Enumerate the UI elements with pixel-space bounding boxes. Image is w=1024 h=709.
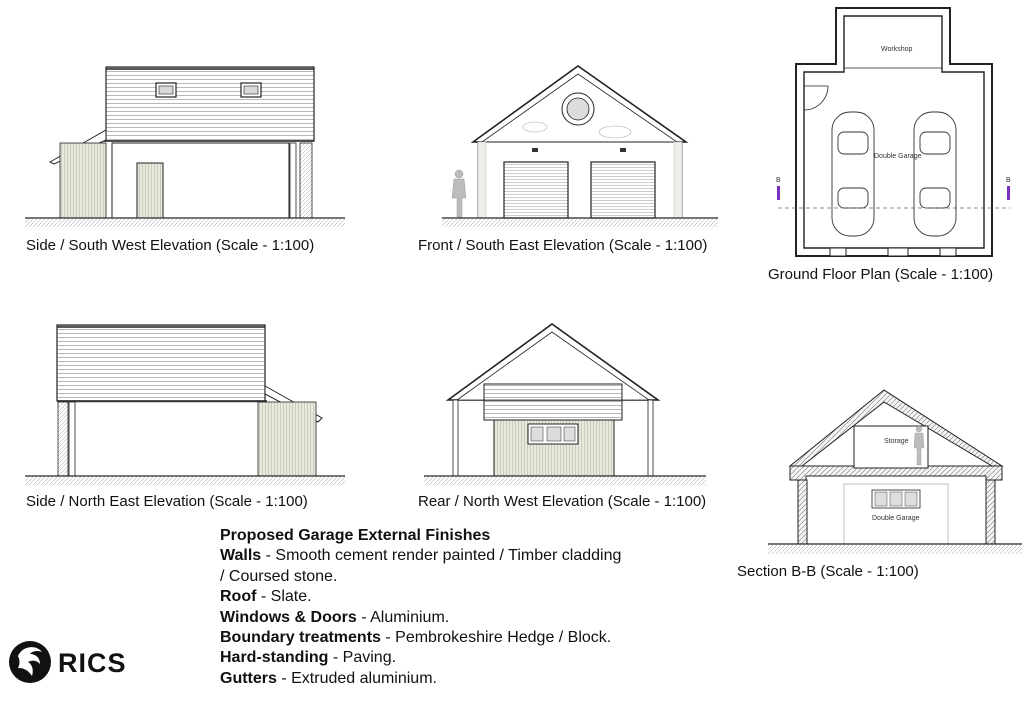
finish-item-gutters: Gutters - Extruded aluminium.: [220, 669, 437, 687]
rics-logo-text: RICS: [58, 648, 127, 678]
section-bb-caption: Section B-B (Scale - 1:100): [737, 563, 919, 580]
ground-floor-plan-caption: Ground Floor Plan (Scale - 1:100): [768, 266, 994, 283]
ground-floor-plan-drawing: Workshop Double Garage B B: [776, 7, 1011, 257]
car-left-icon: [831, 111, 875, 237]
finish-item-roof: Roof - Slate.: [220, 588, 312, 606]
front-se-elevation-drawing: [442, 65, 718, 227]
rear-nw-elevation-drawing: [424, 323, 706, 485]
double-garage-plan-label: Double Garage: [874, 153, 922, 160]
section-marker-right: B: [1006, 177, 1011, 184]
side-sw-elevation-caption: Side / South West Elevation (Scale - 1:1…: [26, 237, 315, 254]
side-ne-elevation-caption: Side / North East Elevation (Scale - 1:1…: [26, 493, 308, 510]
external-finishes-notes: Proposed Garage External Finishes Walls …: [220, 526, 621, 689]
scale-person: [451, 169, 467, 218]
rear-nw-elevation-caption: Rear / North West Elevation (Scale - 1:1…: [418, 493, 707, 510]
side-ne-elevation-drawing: [25, 324, 345, 485]
side-sw-elevation-drawing: [25, 66, 345, 227]
front-se-elevation-caption: Front / South East Elevation (Scale - 1:…: [418, 237, 708, 254]
rics-lion-icon: [9, 641, 51, 683]
section-bb-drawing: Storage Double Garage: [768, 389, 1022, 554]
workshop-label: Workshop: [881, 46, 912, 53]
finish-item-boundary: Boundary treatments - Pembrokeshire Hedg…: [220, 629, 612, 647]
finish-item-walls: Walls - Smooth cement render painted / T…: [220, 547, 622, 565]
finish-item-windows-doors: Windows & Doors - Aluminium.: [220, 608, 450, 626]
finish-item-hard-standing: Hard-standing - Paving.: [220, 649, 397, 667]
finishes-title: Proposed Garage External Finishes: [220, 527, 491, 544]
scale-person-storage: [913, 425, 925, 466]
double-garage-section-label: Double Garage: [872, 515, 920, 522]
finish-item-walls-cont: / Coursed stone.: [220, 567, 338, 585]
section-marker-left: B: [776, 177, 781, 184]
storage-label: Storage: [884, 438, 909, 445]
car-right-icon: [913, 111, 957, 237]
